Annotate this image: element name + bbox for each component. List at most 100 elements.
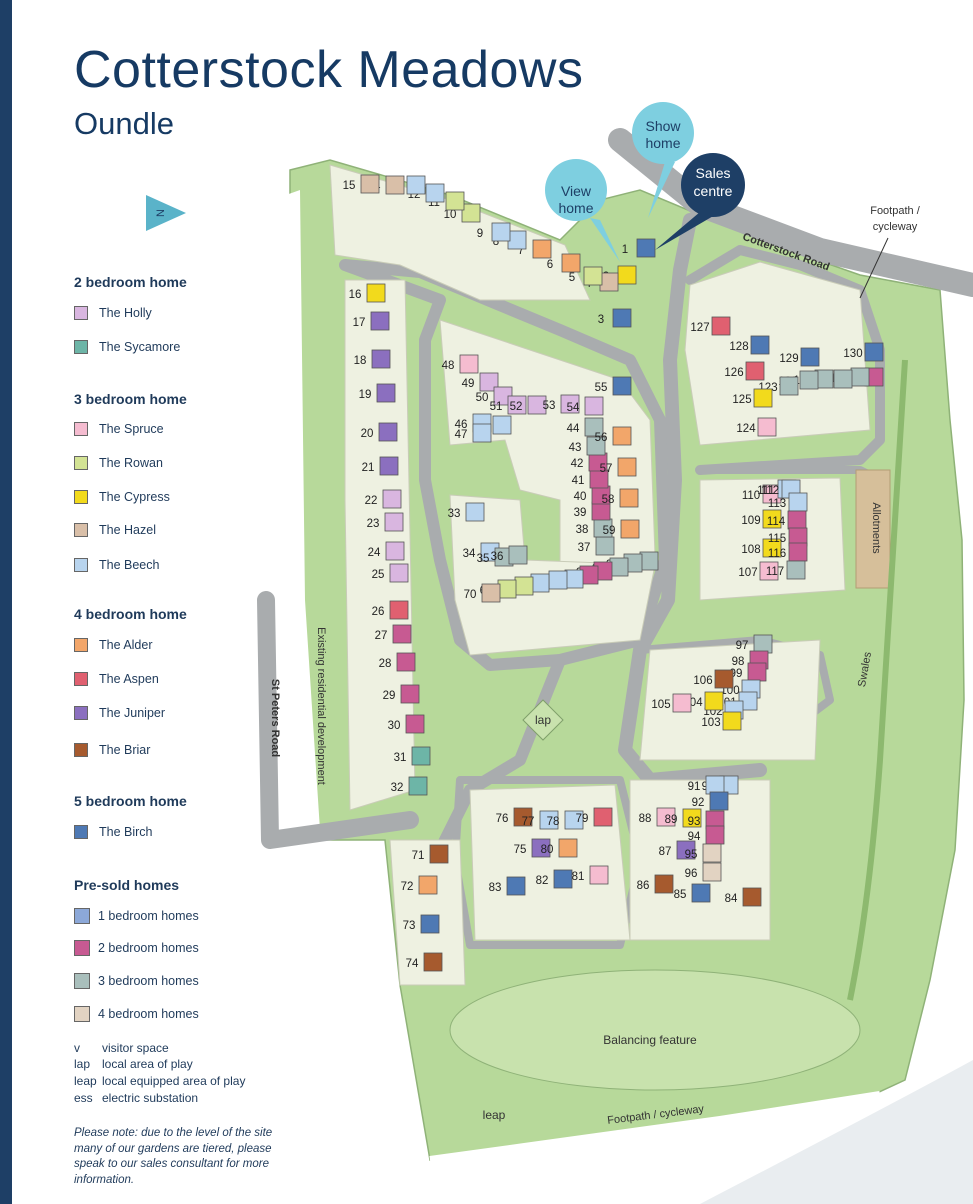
plot-1[interactable]: 1 [622,238,656,258]
plot-58[interactable]: 58 [602,488,639,508]
plot-73[interactable]: 73 [403,914,440,934]
plot-130[interactable]: 130 [843,342,884,362]
plot-5[interactable]: 5 [569,266,603,286]
plot-32[interactable]: 32 [391,776,428,796]
legend-3bed-title: 3 bedroom home [74,391,187,407]
plot-6[interactable]: 6 [547,253,581,273]
plot-89[interactable]: 89 [665,808,702,828]
plot-number: 76 [496,813,509,825]
plot-129[interactable]: 129 [779,347,820,367]
plot-22[interactable]: 22 [365,489,402,509]
plot-59[interactable]: 59 [603,519,640,539]
plot-110[interactable]: 110 [742,484,782,504]
st-peters-road-label: St Peters Road [269,679,281,757]
plot-24[interactable]: 24 [368,541,405,561]
plot-44[interactable]: 44 [567,417,604,437]
plot-house [612,426,632,446]
plot-125[interactable]: 125 [732,388,773,408]
plot-72[interactable]: 72 [401,875,438,895]
plot-34[interactable]: 34 [463,542,500,562]
plot-93[interactable]: 93 [688,810,725,830]
view-home-callout: View home [545,159,620,262]
plot-27[interactable]: 27 [375,624,412,644]
plot-105[interactable]: 105 [651,693,692,713]
plot-30[interactable]: 30 [388,714,425,734]
plot-126[interactable]: 126 [724,361,765,381]
plot-54[interactable]: 54 [567,396,604,416]
plot-77[interactable]: 77 [522,810,559,830]
plot-35[interactable]: 35 [477,547,514,567]
plot-50[interactable]: 50 [476,386,513,406]
plot-117[interactable]: 117 [766,560,806,580]
plot-9[interactable]: 9 [477,222,511,242]
plot-48[interactable]: 48 [442,354,479,374]
plot-21[interactable]: 21 [362,456,399,476]
plot-86[interactable]: 86 [637,874,674,894]
plot-79[interactable]: 79 [576,807,613,827]
plot-71[interactable]: 71 [412,844,449,864]
plot-16[interactable]: 16 [349,283,386,303]
plot-49[interactable]: 49 [462,372,499,392]
plot-103[interactable]: 103 [701,711,742,731]
plot-108[interactable]: 108 [741,538,782,558]
plot-23[interactable]: 23 [367,512,404,532]
plot-128[interactable]: 128 [729,335,770,355]
plot-18[interactable]: 18 [354,349,391,369]
plot-84[interactable]: 84 [725,887,762,907]
plot-55[interactable]: 55 [595,376,632,396]
plot-96[interactable]: 96 [685,862,722,882]
plot-80[interactable]: 80 [541,838,578,858]
plot-53[interactable]: 53 [543,394,580,414]
plot-36[interactable]: 36 [491,545,528,565]
plot-15[interactable]: 15 [343,174,380,194]
plot-25[interactable]: 25 [372,563,409,583]
plot-26[interactable]: 26 [372,600,409,620]
plot-107[interactable]: 107 [738,561,779,581]
plot-76[interactable]: 76 [496,807,533,827]
plot-38[interactable]: 38 [576,518,613,538]
plot-3[interactable]: 3 [598,308,632,328]
plot-10[interactable]: 10 [444,203,481,223]
plot-124[interactable]: 124 [736,417,777,437]
plot-47[interactable]: 47 [455,423,492,443]
plot-88[interactable]: 88 [639,807,676,827]
plot-43[interactable]: 43 [569,436,606,456]
plot-52[interactable]: 52 [510,395,547,415]
plot-17[interactable]: 17 [353,311,390,331]
plot-20[interactable]: 20 [361,422,398,442]
plot-number: 85 [674,889,687,901]
plot-number: 56 [595,432,608,444]
plot-51[interactable]: 51 [490,395,527,415]
plot-94[interactable]: 94 [688,825,725,845]
plot-29[interactable]: 29 [383,684,420,704]
plot-109[interactable]: 109 [741,509,782,529]
plot-114[interactable]: 114 [767,510,807,530]
plot-83[interactable]: 83 [489,876,526,896]
plot-28[interactable]: 28 [379,652,416,672]
plot-70[interactable]: 70 [464,583,501,603]
plot-40[interactable]: 40 [574,485,611,505]
plot-74[interactable]: 74 [406,952,443,972]
plot-31[interactable]: 31 [394,746,431,766]
plot-127[interactable]: 127 [690,316,731,336]
plot-42[interactable]: 42 [571,452,608,472]
plot-19[interactable]: 19 [359,383,396,403]
plot-33[interactable]: 33 [448,502,485,522]
plot-39[interactable]: 39 [574,501,611,521]
plot-75[interactable]: 75 [514,838,551,858]
plot-92[interactable]: 92 [692,791,729,811]
plot-number: 89 [665,814,678,826]
plot-7[interactable]: 7 [518,239,552,259]
plot-95[interactable]: 95 [685,843,722,863]
plot-11[interactable]: 11 [428,191,465,211]
plot-78[interactable]: 78 [547,810,584,830]
plot-56[interactable]: 56 [595,426,632,446]
plot-number: 111 [757,485,774,497]
plot-57[interactable]: 57 [600,457,637,477]
plot-87[interactable]: 87 [659,840,696,860]
plot-85[interactable]: 85 [674,883,711,903]
plot-116[interactable]: 116 [768,542,808,562]
plot-106[interactable]: 106 [693,669,734,689]
plot-81[interactable]: 81 [572,865,609,885]
plot-82[interactable]: 82 [536,869,573,889]
